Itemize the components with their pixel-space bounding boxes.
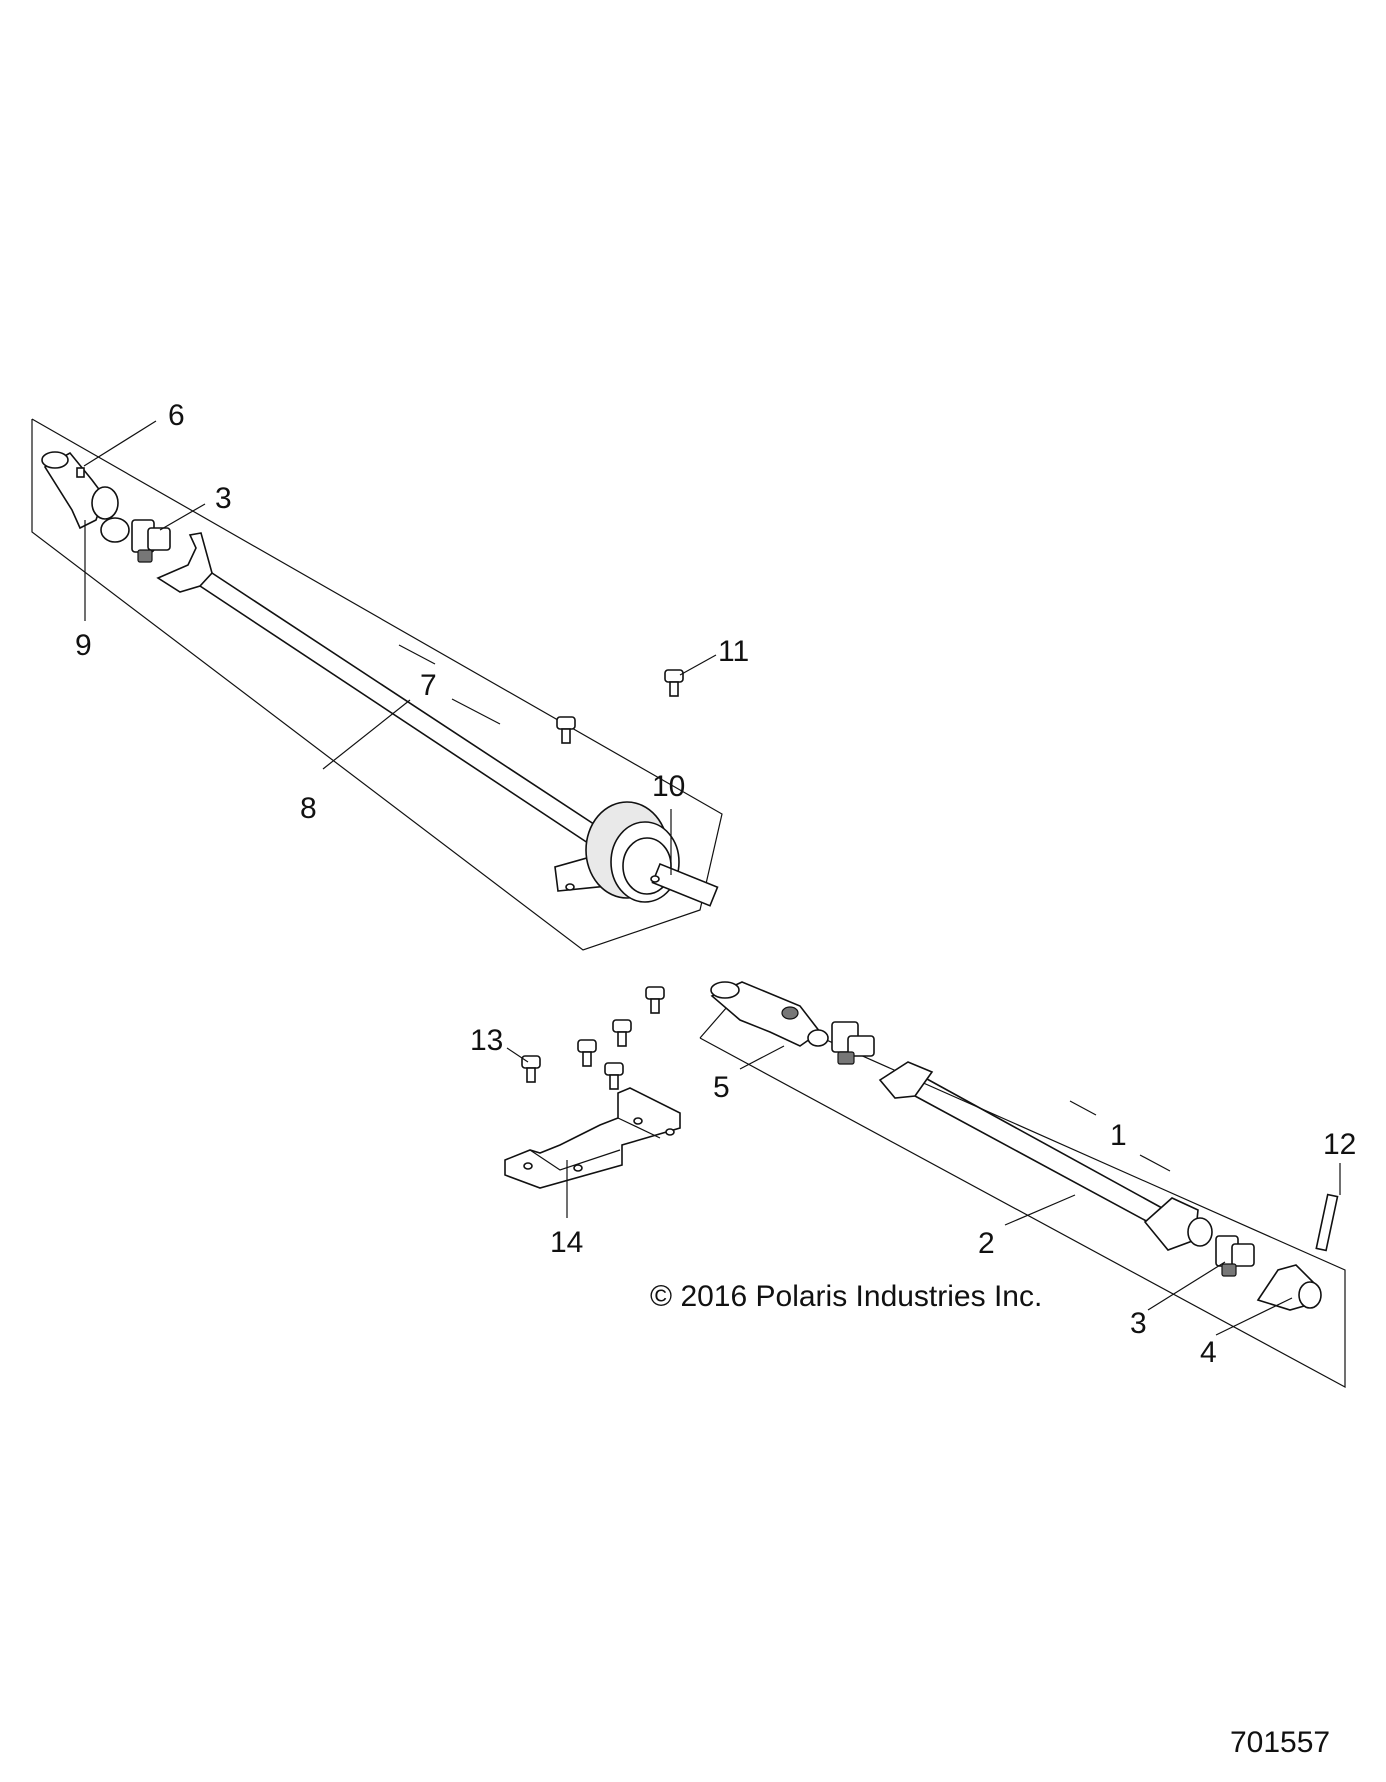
rear-assembly-outline — [699, 998, 1346, 1389]
callout-3-front: 3 — [215, 482, 232, 515]
leader-13 — [506, 1047, 529, 1063]
carrier-bearing — [554, 801, 719, 907]
carrier-bracket — [504, 1087, 681, 1189]
bolt-carrier-a — [556, 716, 576, 744]
leader-3a — [159, 503, 206, 531]
leader-2 — [1004, 1194, 1076, 1226]
rear-prop-shaft-assembly — [699, 981, 1346, 1389]
callout-7: 7 — [420, 669, 437, 702]
callout-labels: 6 3 9 11 7 8 10 13 5 14 1 12 2 3 4 — [75, 399, 1356, 1369]
leader-7a — [398, 644, 436, 665]
leader-11 — [679, 654, 717, 676]
callout-8: 8 — [300, 792, 317, 825]
bolt-bracket-b — [577, 1039, 597, 1067]
callout-2: 2 — [978, 1227, 995, 1260]
fasteners — [521, 669, 1339, 1252]
front-u-joint — [131, 519, 171, 563]
rear-center-u-joint — [831, 1021, 875, 1065]
bolt-bracket-a — [612, 1019, 632, 1047]
callout-3-rear: 3 — [1130, 1307, 1147, 1340]
rear-shaft-slip-yoke — [1143, 1197, 1213, 1251]
roll-pin — [1315, 1193, 1339, 1252]
bolt-carrier-b — [645, 986, 665, 1014]
callout-13: 13 — [470, 1024, 503, 1057]
leader-3b — [1147, 1261, 1226, 1311]
front-assembly-outline — [31, 418, 723, 951]
callout-6: 6 — [168, 399, 185, 432]
grease-fitting — [76, 467, 85, 478]
copyright-notice: © 2016 Polaris Industries Inc. — [650, 1280, 1042, 1313]
front-shaft-tube — [199, 572, 613, 852]
leader-8 — [322, 699, 411, 770]
bolt-bracket-c — [604, 1062, 624, 1090]
front-slip-yoke — [41, 451, 130, 543]
rear-shaft-front-yoke — [878, 1061, 934, 1099]
callout-4: 4 — [1200, 1336, 1217, 1369]
rear-end-yoke — [1256, 1264, 1322, 1311]
callout-9: 9 — [75, 629, 92, 662]
bolt-11 — [664, 669, 684, 697]
rear-shaft-tube — [914, 1078, 1163, 1224]
callout-11: 11 — [718, 635, 749, 668]
leader-1a — [1069, 1100, 1097, 1116]
leader-6 — [83, 420, 157, 467]
callout-14: 14 — [550, 1226, 583, 1259]
front-prop-shaft-assembly — [31, 418, 723, 951]
callout-10: 10 — [652, 770, 685, 803]
leader-4 — [1215, 1297, 1293, 1336]
document-number: 701557 — [1230, 1726, 1330, 1759]
front-shaft-yoke — [156, 532, 213, 593]
leader-lines — [83, 420, 1341, 1336]
callout-12: 12 — [1323, 1128, 1356, 1161]
leader-7b — [451, 698, 501, 725]
leader-5 — [739, 1045, 785, 1070]
leader-1b — [1139, 1154, 1171, 1172]
bolt-13 — [521, 1055, 541, 1083]
rear-companion-yoke — [710, 981, 829, 1047]
callout-5: 5 — [713, 1071, 730, 1104]
callout-1: 1 — [1110, 1119, 1127, 1152]
rear-u-joint — [1215, 1235, 1255, 1277]
